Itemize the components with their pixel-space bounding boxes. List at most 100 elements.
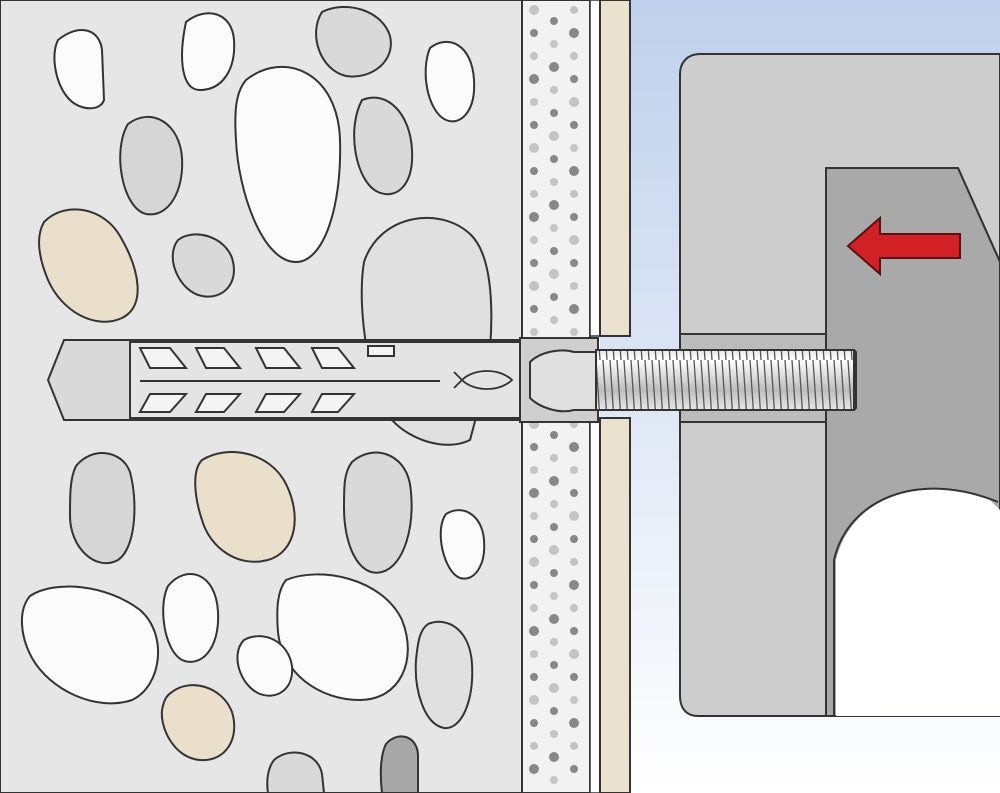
insulation-dot <box>570 52 578 60</box>
insulation-dot <box>530 305 538 313</box>
stone <box>234 65 342 264</box>
insulation-dot <box>550 730 558 738</box>
insulation-dot <box>570 6 578 14</box>
insulation-dot <box>530 190 538 198</box>
stone <box>20 585 160 705</box>
insulation-dot <box>550 155 558 163</box>
insulation-dot <box>570 282 578 290</box>
insulation-dot <box>550 661 558 669</box>
insulation-dot <box>570 558 578 566</box>
insulation-dot <box>530 167 538 175</box>
insulation-dot <box>569 442 579 452</box>
insulation-dot <box>529 557 539 567</box>
stone <box>414 620 474 730</box>
stone <box>68 452 136 565</box>
insulation-dot <box>549 614 559 624</box>
insulation-dot <box>530 259 538 267</box>
stone <box>315 5 392 78</box>
insulation-dot <box>569 511 579 521</box>
insulation-dot <box>570 259 578 267</box>
insulation-dot <box>530 650 538 658</box>
insulation-dot <box>570 75 578 83</box>
insulation-dot <box>569 235 579 245</box>
insulation-dot <box>529 281 539 291</box>
insulation-dot <box>530 466 538 474</box>
insulation-dot <box>549 476 559 486</box>
plaster-layer-top <box>589 0 601 337</box>
stone <box>38 208 139 323</box>
concrete-aggregate-stones <box>20 5 493 793</box>
plug-fin <box>194 393 243 413</box>
insulation-dot <box>550 109 558 117</box>
stone <box>171 233 235 298</box>
insulation-dot <box>530 535 538 543</box>
insulation-dot <box>530 673 538 681</box>
stone <box>379 735 419 793</box>
threaded-screw <box>529 349 857 413</box>
insulation-dot <box>529 695 539 705</box>
insulation-dot <box>549 131 559 141</box>
insulation-dot <box>550 569 558 577</box>
insulation-dot <box>550 224 558 232</box>
stone <box>162 573 220 663</box>
insulation-dot <box>570 742 578 750</box>
insulation-dot <box>570 765 578 773</box>
plug-fin <box>138 347 189 369</box>
insulation-dot <box>549 752 559 762</box>
insulation-dot <box>569 649 579 659</box>
insulation-dot <box>529 5 539 15</box>
insulation-dot <box>549 683 559 693</box>
insulation-dot <box>530 98 538 106</box>
insulation-dot <box>570 121 578 129</box>
fish-logo-icon <box>453 370 514 390</box>
insulation-dot <box>549 545 559 555</box>
stone <box>439 509 486 580</box>
stone <box>53 29 106 110</box>
insulation-dot <box>529 488 539 498</box>
insulation-dot <box>550 500 558 508</box>
insulation-dot <box>569 28 579 38</box>
insulation-dot <box>570 489 578 497</box>
direction-arrow-icon <box>846 215 961 277</box>
insulation-dot <box>529 212 539 222</box>
insulation-dot <box>550 40 558 48</box>
insulation-dot <box>550 247 558 255</box>
insulation-dot <box>570 213 578 221</box>
insulation-dot <box>570 696 578 704</box>
insulation-dot <box>530 121 538 129</box>
insulation-dot <box>530 581 538 589</box>
insulation-dot <box>569 166 579 176</box>
stone <box>424 40 476 123</box>
insulation-dot <box>550 431 558 439</box>
insulation-dot <box>529 764 539 774</box>
insulation-dot <box>550 523 558 531</box>
insulation-dot <box>530 512 538 520</box>
insulation-dot <box>570 627 578 635</box>
insulation-dot <box>549 200 559 210</box>
insulation-dot <box>549 269 559 279</box>
stone <box>160 684 236 762</box>
insulation-dot <box>550 454 558 462</box>
insulation-dot <box>570 466 578 474</box>
insulation-dot <box>530 52 538 60</box>
insulation-dot <box>550 178 558 186</box>
insulation-dot <box>550 293 558 301</box>
insulation-dot <box>529 626 539 636</box>
stone <box>342 451 413 574</box>
insulation-dot <box>529 143 539 153</box>
insulation-dot <box>569 718 579 728</box>
plug-fin <box>254 393 303 413</box>
plug-fin <box>138 393 189 413</box>
insulation-dot <box>549 62 559 72</box>
stone <box>194 451 296 563</box>
mounted-bracket <box>679 53 1000 717</box>
insulation-dot <box>570 190 578 198</box>
stone <box>236 635 294 697</box>
insulation-dot <box>570 604 578 612</box>
insulation-dot <box>570 673 578 681</box>
insulation-dot <box>529 74 539 84</box>
insulation-dot <box>570 328 578 336</box>
plug-fin <box>194 347 243 369</box>
insulation-dot <box>550 316 558 324</box>
